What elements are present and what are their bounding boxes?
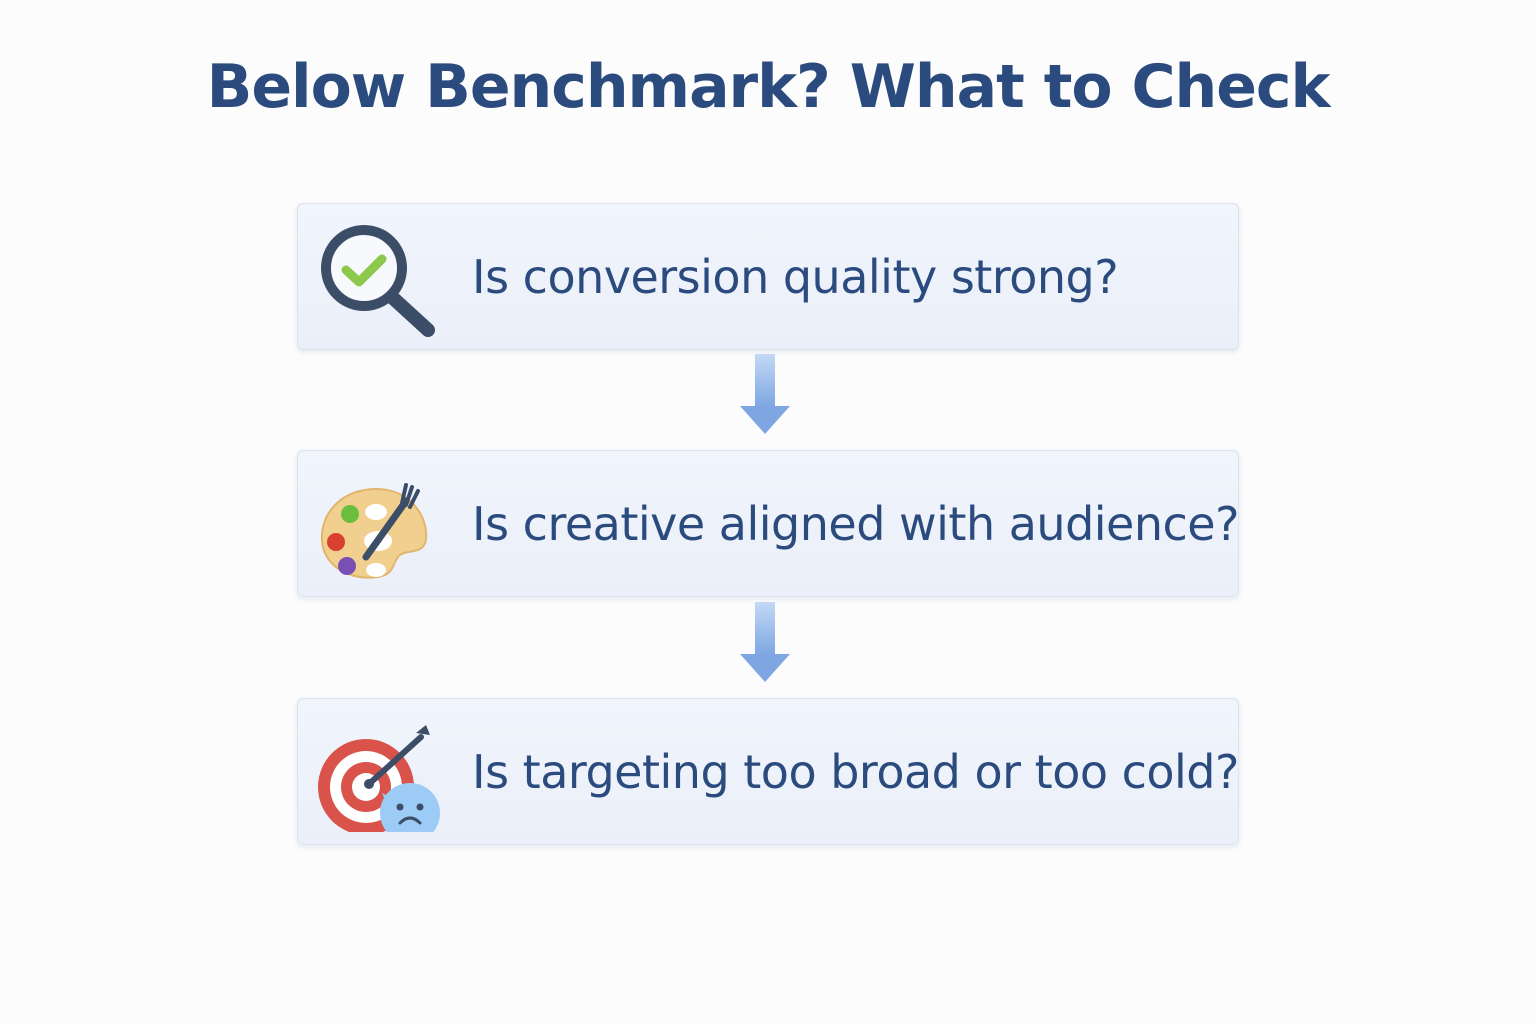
step-card-targeting: Is targeting too broad or too cold?: [297, 698, 1239, 845]
page-title: Below Benchmark? What to Check: [206, 52, 1331, 122]
target-sad-face-icon: [318, 725, 440, 832]
paint-palette-icon: [320, 483, 428, 579]
step-card-conversion-quality: Is conversion quality strong?: [297, 203, 1239, 350]
step-label: Is targeting too broad or too cold?: [472, 744, 1239, 799]
arrow-down-icon: [740, 602, 790, 682]
step-label: Is conversion quality strong?: [472, 249, 1119, 304]
step-label: Is creative aligned with audience?: [472, 496, 1240, 551]
step-card-creative-alignment: Is creative aligned with audience?: [297, 450, 1240, 597]
arrow-down-icon: [740, 354, 790, 434]
magnifier-check-icon: [321, 225, 435, 337]
